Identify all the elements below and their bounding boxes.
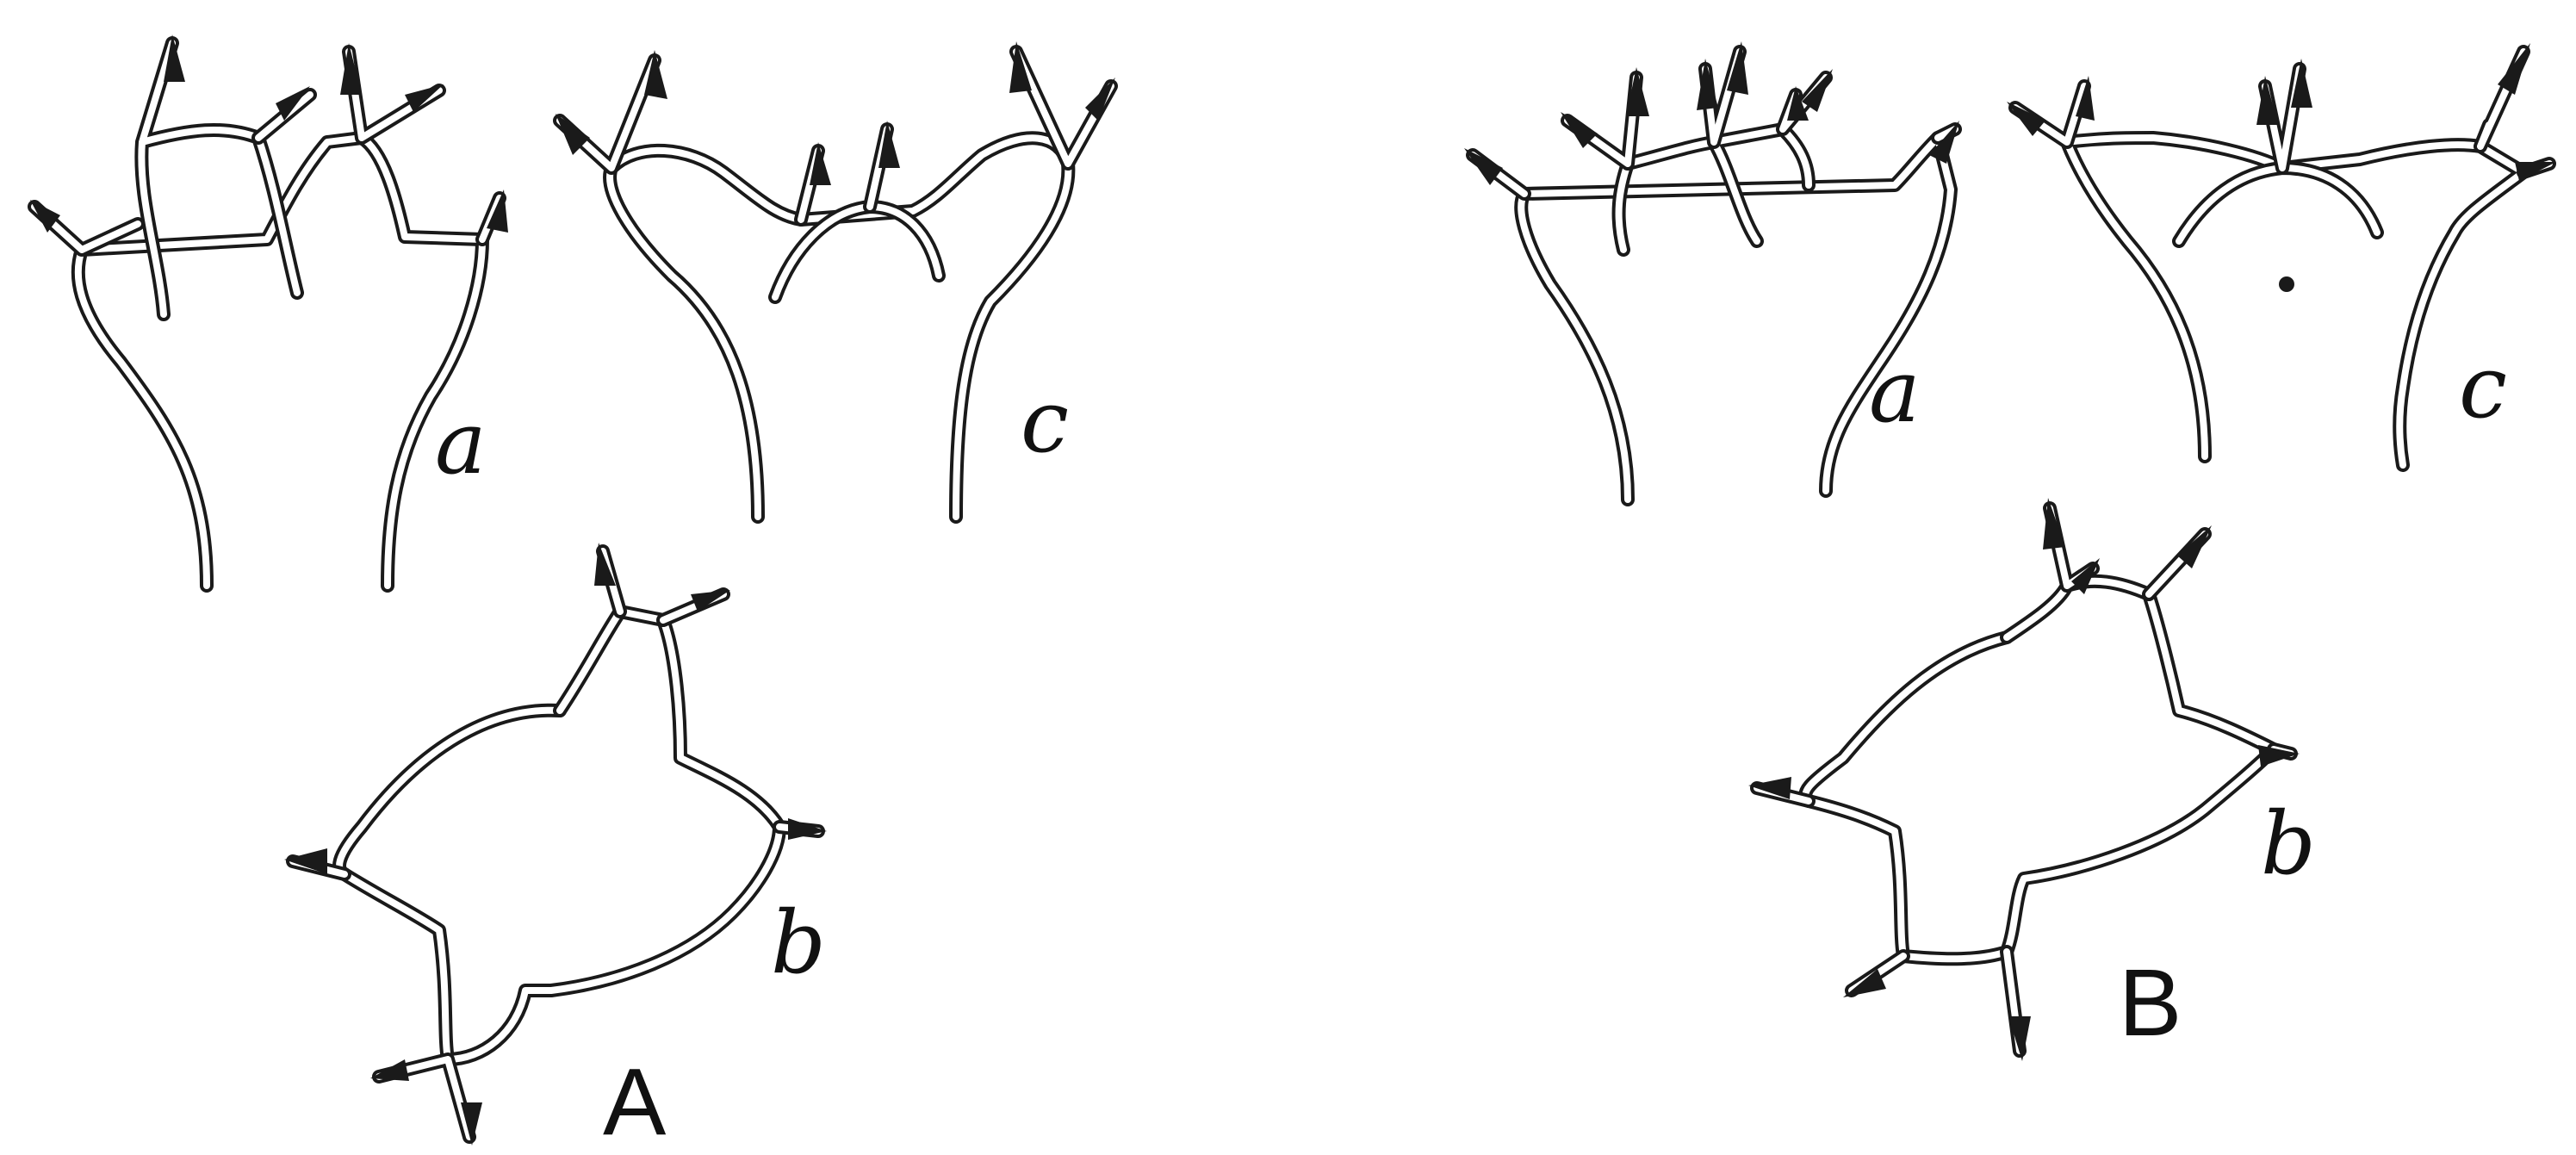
panel-B-view-b-outline bbox=[1748, 498, 2300, 1061]
panel-B-view-b-label: b bbox=[2261, 801, 2316, 887]
panel-B-caption: B bbox=[2119, 956, 2182, 1051]
